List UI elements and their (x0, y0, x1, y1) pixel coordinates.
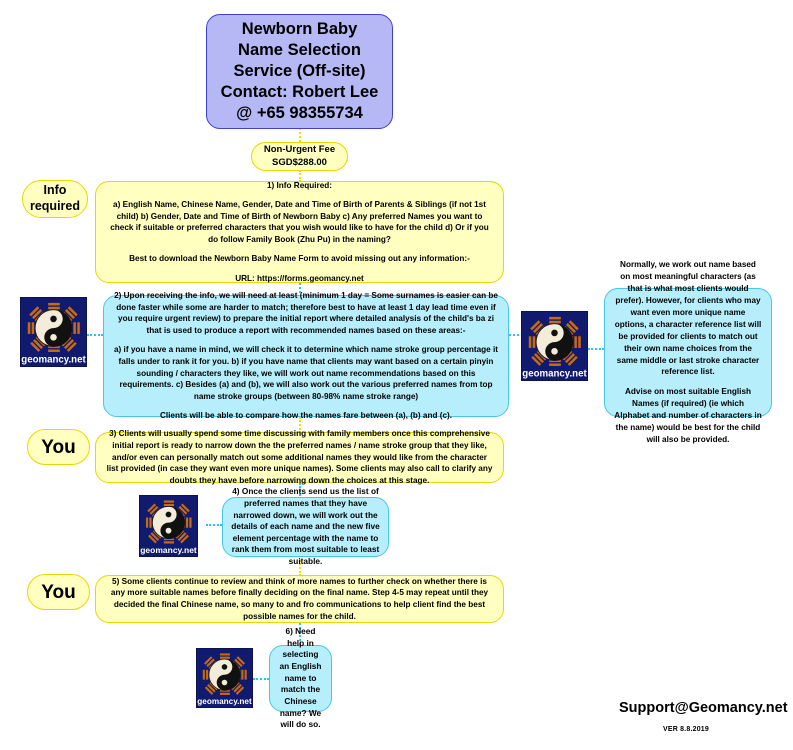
tag-info-line-1: Info (43, 183, 67, 198)
connector-step2-to-step3 (299, 417, 301, 433)
connector-logo-step6-to-step6 (253, 678, 269, 680)
step-1-url: URL: https://forms.geomancy.net (235, 273, 364, 283)
step-5-box: 5) Some clients continue to review and t… (95, 575, 504, 623)
connector-step1-to-step2 (299, 283, 301, 297)
yin-yang-icon (208, 658, 241, 691)
tag-you-1: You (27, 429, 90, 465)
title-line-2: Name Selection (238, 40, 361, 59)
title-line-5: @ +65 98355734 (236, 104, 363, 123)
step-1-heading: 1) Info Required: (266, 180, 333, 190)
title-line-3: Service (Off-site) (233, 61, 366, 80)
step-4-box: 4) Once the clients send us the list of … (222, 486, 389, 566)
step-1-para-2: Best to download the Newborn Baby Name F… (129, 254, 470, 264)
tag-you-2: You (27, 574, 90, 610)
sidenote-para-2: Advise on most suitable English Names (i… (614, 387, 762, 444)
svg-text:geomancy.net: geomancy.net (197, 697, 252, 706)
yin-yang-icon (151, 506, 186, 540)
step-1-box: 1) Info Required: a) English Name, Chine… (95, 181, 504, 283)
connector-logo-step4-to-step4 (206, 524, 222, 526)
connector-step2-to-sidenote (509, 334, 523, 336)
yin-yang-icon (535, 323, 574, 362)
sidenote-box: Normally, we work out name based on most… (604, 260, 772, 444)
svg-text:geomancy.net: geomancy.net (21, 355, 86, 366)
step-2-box: 2) Upon receiving the info, we will need… (103, 291, 509, 420)
geomancy-logo-step4: geomancy.net (139, 495, 198, 557)
title-line-1: Newborn Baby (241, 19, 358, 38)
step-6-para-1: 6) Need help in selecting an English nam… (279, 626, 322, 730)
version-label: VER 8.8.2019 (663, 726, 709, 733)
tag-info-line-2: required (29, 199, 80, 213)
svg-text:geomancy.net: geomancy.net (522, 369, 587, 380)
connector-step5-to-step6 (299, 623, 301, 645)
step-2-para-2: a) if you have a name in mind, we will c… (114, 345, 498, 401)
geomancy-logo-sidenote: geomancy.net (521, 311, 588, 381)
title-box: Newborn Baby Name Selection Service (Off… (206, 14, 393, 129)
sidenote-para-1: Normally, we work out name based on most… (614, 260, 762, 377)
geomancy-logo-step2: geomancy.net (20, 297, 87, 367)
connector-logo-left-to-step2 (87, 334, 103, 336)
step-5-para-1: 5) Some clients continue to review and t… (110, 576, 489, 621)
connector-title-to-fee (299, 128, 301, 150)
fee-amount: SGD$288.00 (272, 156, 327, 168)
connector-step3-to-step4 (299, 483, 301, 499)
svg-text:geomancy.net: geomancy.net (140, 545, 197, 555)
connector-fee-to-step1 (299, 170, 301, 182)
step-1-para-1: a) English Name, Chinese Name, Gender, D… (110, 200, 489, 244)
connector-logo-right-to-sidenote (588, 348, 604, 350)
tag-you-1-label: You (41, 436, 76, 458)
title-line-4: Contact: Robert Lee (220, 83, 379, 102)
step-3-para-1: 3) Clients will usually spend some time … (106, 429, 493, 485)
step-2-para-1: 2) Upon receiving the info, we will need… (114, 291, 498, 335)
fee-badge: Non-Urgent Fee SGD$288.00 (251, 142, 348, 171)
step-6-box: 6) Need help in selecting an English nam… (269, 626, 332, 729)
geomancy-logo-step6: geomancy.net (196, 648, 253, 708)
yin-yang-icon (34, 309, 73, 348)
step-4-para-1: 4) Once the clients send us the list of … (231, 486, 380, 567)
step-2-para-3: Clients will be able to compare how the … (159, 411, 453, 421)
tag-info-required: Info required (22, 180, 88, 218)
step-3-box: 3) Clients will usually spend some time … (95, 429, 504, 485)
support-email: Support@Geomancy.net (619, 700, 788, 716)
connector-step4-to-step5 (299, 560, 301, 576)
tag-you-2-label: You (41, 581, 76, 603)
fee-label: Non-Urgent Fee (263, 143, 336, 155)
